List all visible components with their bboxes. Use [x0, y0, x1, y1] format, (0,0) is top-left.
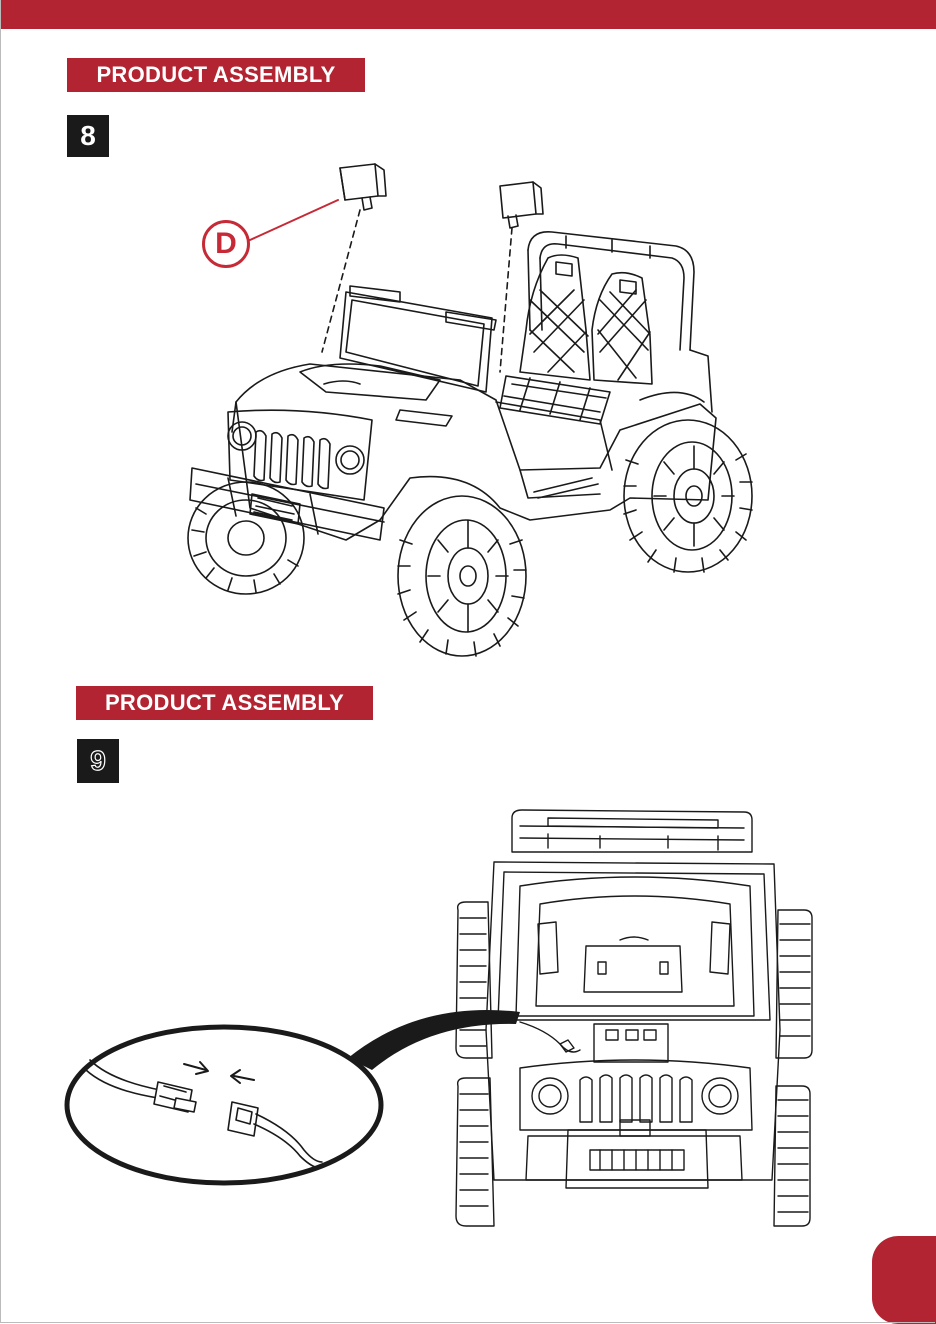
front-right-tyre	[774, 1086, 810, 1226]
zoom-callout-pointer	[348, 1010, 520, 1070]
page-edge-tab	[872, 1236, 936, 1324]
grille-slots-top	[580, 1075, 692, 1122]
connector-closeup	[67, 1027, 381, 1183]
rear-right-tyre	[776, 910, 812, 1058]
front-left-tyre	[456, 1078, 494, 1226]
